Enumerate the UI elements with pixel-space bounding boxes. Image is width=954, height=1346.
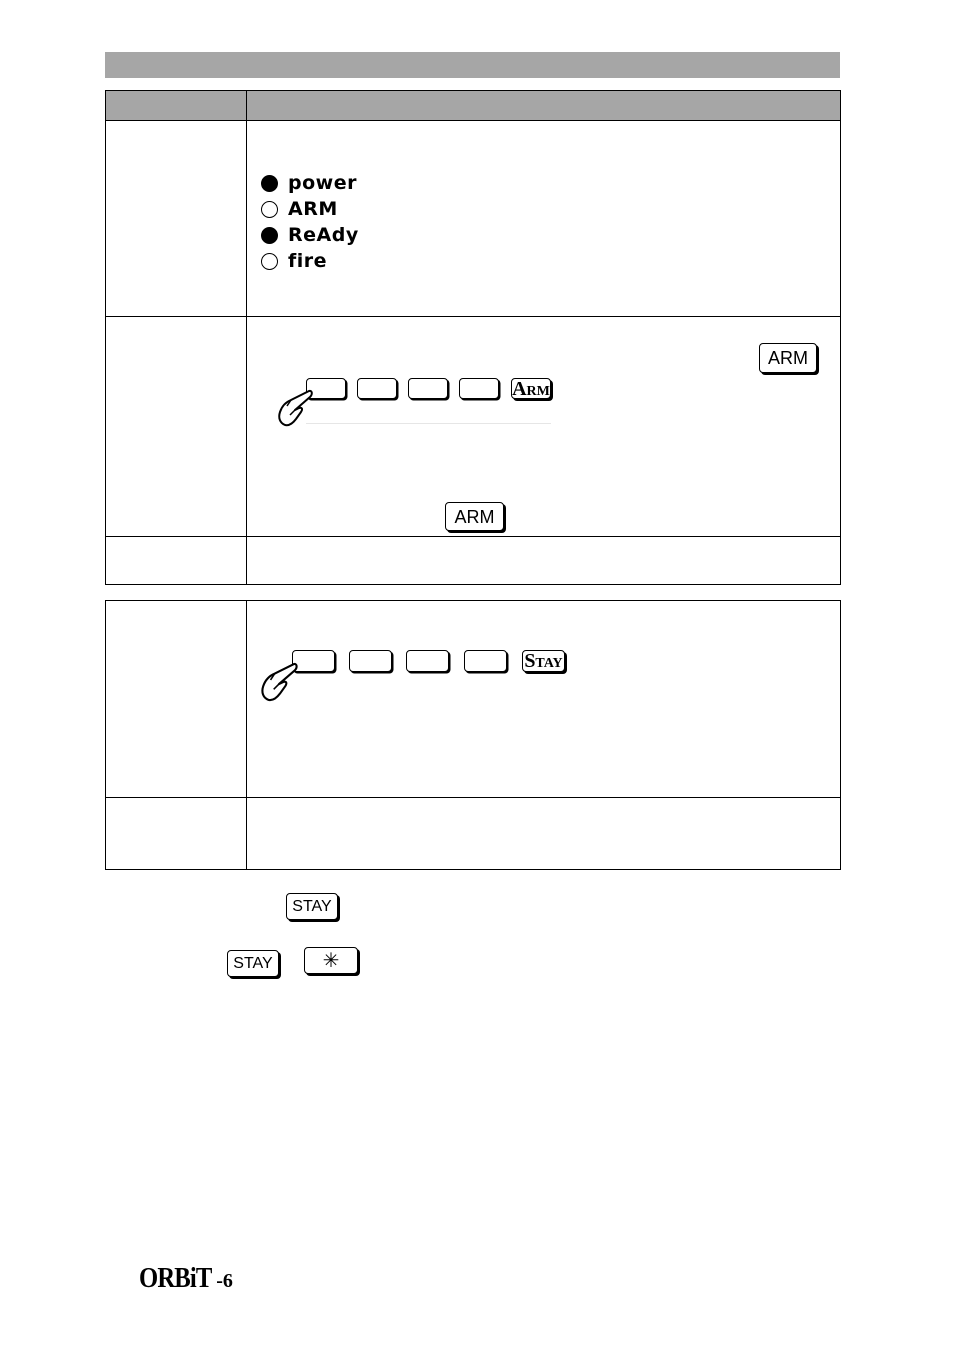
code-key[interactable] [292, 650, 335, 672]
table-border [105, 584, 841, 585]
led-ready: ReAdy [261, 224, 359, 246]
led-off-icon [261, 252, 278, 270]
table-border [105, 869, 841, 870]
code-key[interactable] [306, 378, 346, 399]
led-label: fire [288, 250, 328, 272]
section-header-bar [105, 52, 840, 78]
led-label: power [288, 172, 357, 194]
table-border [105, 536, 841, 537]
arm-key[interactable]: ARM [445, 502, 504, 531]
led-on-icon [261, 174, 278, 192]
stay-key[interactable]: STAY [227, 950, 279, 977]
table-border [105, 90, 106, 585]
asterisk-key[interactable]: ✳ [304, 947, 358, 974]
table-border [105, 90, 841, 91]
orbit-logo: ORBiT -6 [139, 1262, 233, 1295]
table-header-row [105, 90, 840, 120]
arm-key[interactable]: ARM [759, 343, 817, 373]
code-key[interactable] [357, 378, 397, 399]
stay-key-styled[interactable]: Stay [522, 650, 565, 672]
table-border [840, 90, 841, 585]
table-border [105, 797, 841, 798]
led-on-icon [261, 226, 278, 244]
led-arm: ARM [261, 198, 338, 220]
led-off-icon [261, 200, 278, 218]
code-key[interactable] [459, 378, 499, 399]
pointing-hand-icon [278, 389, 313, 427]
code-key[interactable] [408, 378, 448, 399]
table-border [105, 316, 841, 317]
arm-key-styled[interactable]: Arm [511, 377, 551, 400]
logo-text: ORBiT [139, 1262, 212, 1294]
pointing-hand-icon [261, 662, 298, 702]
code-key[interactable] [464, 650, 507, 672]
led-label: ARM [288, 198, 338, 220]
led-power: power [261, 172, 357, 194]
led-label: ReAdy [288, 224, 359, 246]
table-border [246, 600, 247, 870]
stay-key[interactable]: STAY [286, 893, 338, 920]
table-border [246, 90, 247, 585]
table-border [105, 600, 841, 601]
code-key[interactable] [349, 650, 392, 672]
table-border [840, 600, 841, 870]
divider [306, 423, 551, 424]
table-border [105, 120, 841, 121]
code-key[interactable] [406, 650, 449, 672]
logo-suffix: -6 [216, 1270, 233, 1292]
table-border [105, 600, 106, 870]
led-fire: fire [261, 250, 327, 272]
